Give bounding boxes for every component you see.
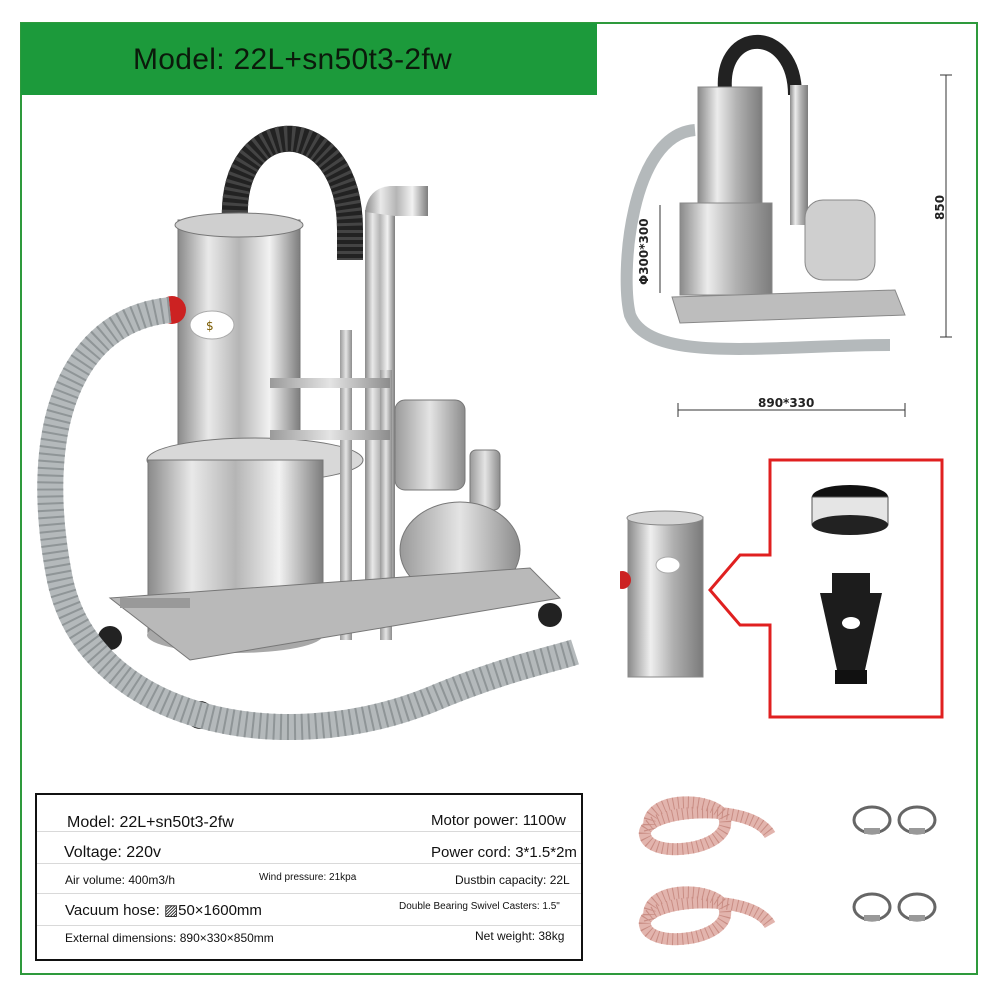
height-dimension: 850 — [933, 194, 947, 220]
spec-motor-power: Motor power: 1100w — [431, 812, 566, 829]
bin-dimension: Φ300*300 — [637, 218, 651, 285]
spec-dustbin-capacity: Dustbin capacity: 22L — [455, 873, 570, 887]
specification-table: Model: 22L+sn50t3-2fw Motor power: 1100w… — [35, 793, 583, 961]
spec-air-volume: Air volume: 400m3/h — [65, 873, 176, 887]
spec-voltage: Voltage: 220v — [64, 844, 161, 861]
banner-title: Model: 22L+sn50t3-2fw — [133, 43, 452, 76]
hose-accessory-1 — [639, 796, 776, 856]
spec-model: Model: 22L+sn50t3-2fw — [67, 814, 234, 831]
spec-casters: Double Bearing Swivel Casters: 1.5" — [399, 901, 560, 912]
hose-clamps-2 — [852, 892, 937, 922]
accessory-callout — [620, 458, 944, 719]
spec-net-weight: Net weight: 38kg — [475, 929, 565, 943]
hose-clamps-1 — [852, 805, 937, 835]
hose-accessory-2 — [639, 886, 776, 946]
dimension-diagram — [620, 34, 952, 417]
main-product-image: $ — [37, 125, 579, 740]
spec-external-dimensions: External dimensions: 890×330×850mm — [65, 931, 274, 945]
footprint-dimension: 890*330 — [758, 396, 815, 410]
spec-vacuum-hose: Vacuum hose: ▨50×1600mm — [65, 902, 262, 919]
svg-text:$: $ — [206, 319, 214, 333]
model-banner: Model: 22L+sn50t3-2fw — [21, 23, 597, 95]
spec-power-cord: Power cord: 3*1.5*2m — [431, 844, 577, 861]
spec-wind-pressure: Wind pressure: 21kpa — [259, 872, 357, 883]
